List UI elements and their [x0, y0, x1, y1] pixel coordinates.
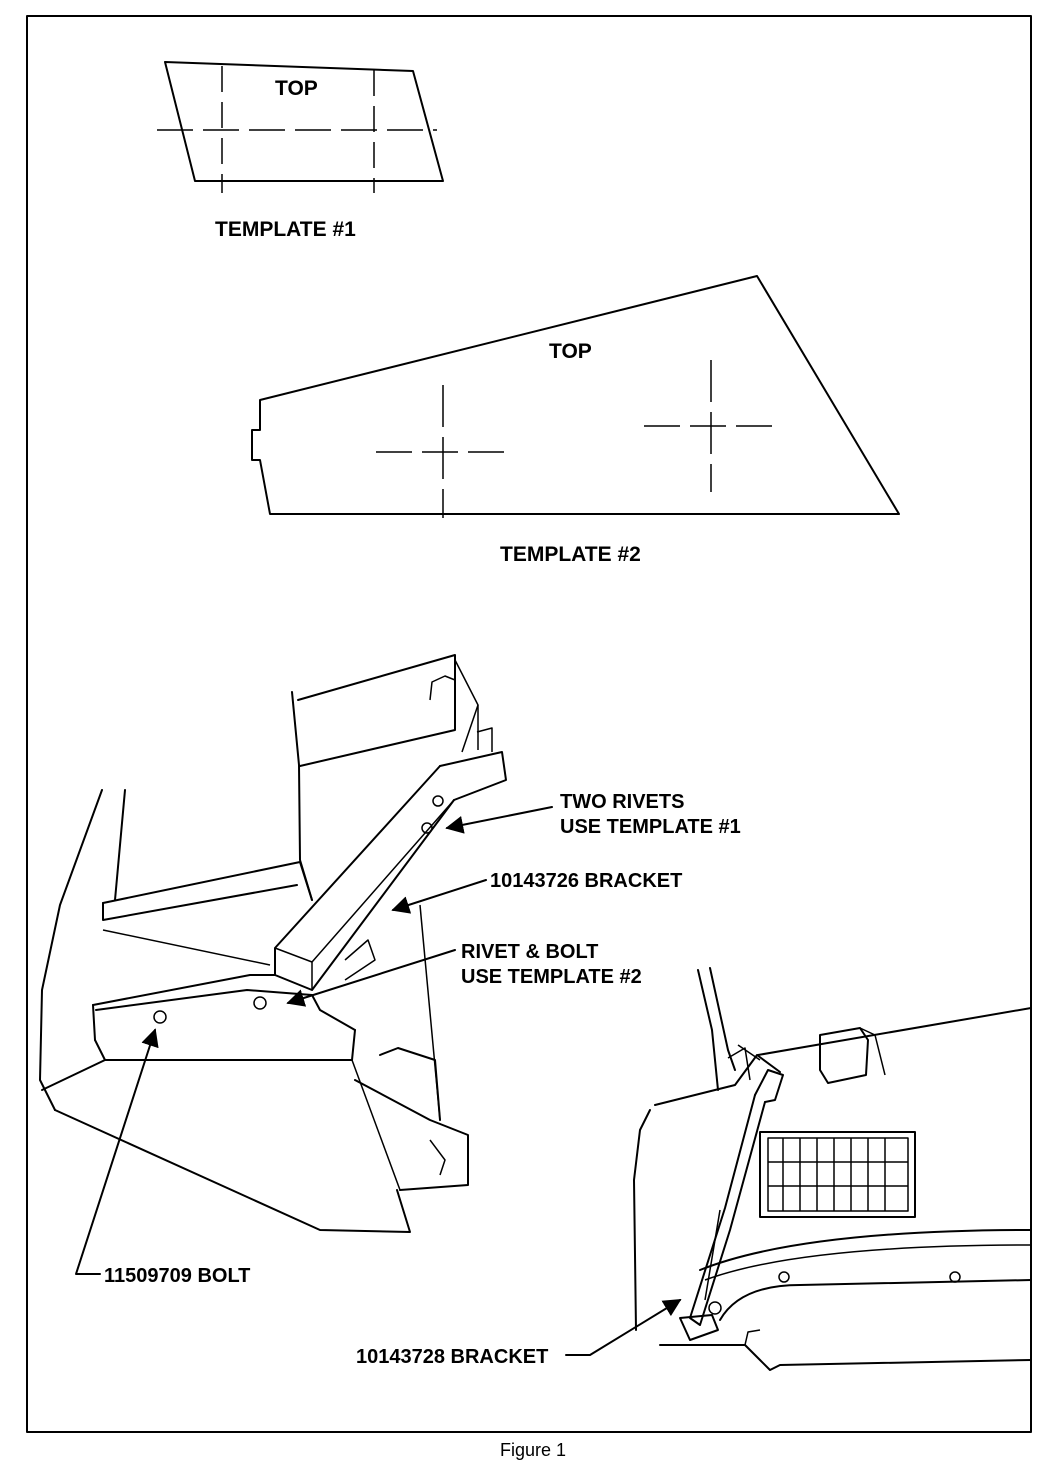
right-assembly-illustration: [633, 967, 1032, 1371]
callout-bolt: 11509709 BOLT: [104, 1265, 250, 1287]
template-1: TOP TEMPLATE #1: [157, 61, 444, 241]
callout-two-rivets: TWO RIVETS: [560, 791, 684, 813]
template-1-top-label: TOP: [275, 77, 318, 100]
callout-use-template-2: USE TEMPLATE #2: [461, 966, 642, 988]
arrow-rivet-bolt: [286, 949, 456, 1007]
callout-use-template-1: USE TEMPLATE #1: [560, 816, 741, 838]
bracket-728-arm: [689, 1094, 766, 1326]
arrow-two-rivets: [445, 806, 553, 834]
bracket-726-arm: [274, 765, 455, 991]
arrow-bracket-726: [391, 879, 487, 914]
template-1-outline: [164, 61, 444, 182]
callout-bracket-728: 10143728 BRACKET: [356, 1346, 548, 1368]
template-2: TOP TEMPLATE #2: [251, 275, 900, 566]
figure-caption: Figure 1: [500, 1440, 566, 1460]
template-1-title: TEMPLATE #1: [215, 218, 356, 241]
template-2-title: TEMPLATE #2: [500, 543, 641, 566]
callout-bracket-726: 10143726 BRACKET: [490, 870, 682, 892]
callout-arrows: [75, 806, 682, 1356]
callout-rivet-bolt: RIVET & BOLT: [461, 941, 598, 963]
arrow-bracket-728: [565, 1299, 682, 1356]
template-2-outline: [251, 275, 900, 515]
arrow-bolt: [75, 1028, 159, 1275]
left-assembly-illustration: [39, 654, 507, 1233]
figure-frame: [26, 15, 1032, 1433]
template-2-top-label: TOP: [549, 340, 592, 363]
